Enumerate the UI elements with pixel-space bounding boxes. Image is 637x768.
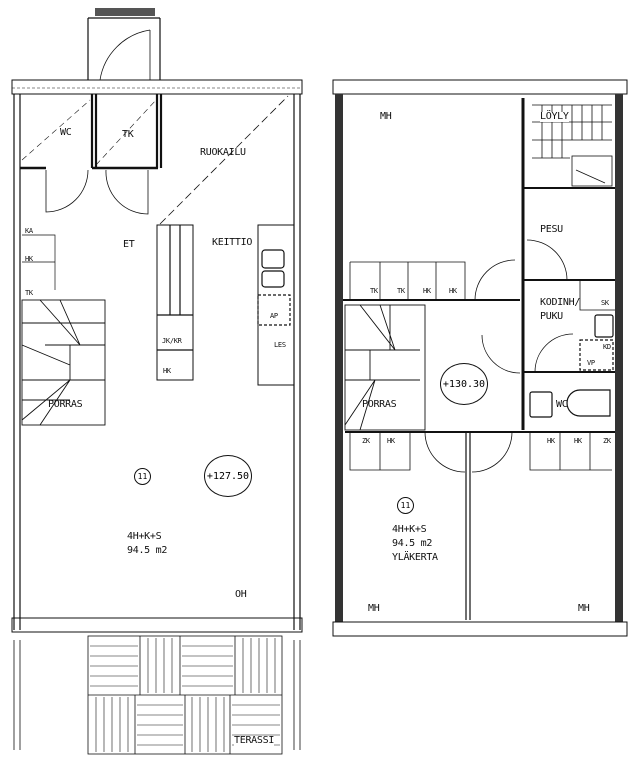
fixture-label-ap: AP xyxy=(270,312,278,320)
fixture-label-zk: ZK xyxy=(362,437,370,445)
fixture-label-vp: VP xyxy=(587,359,595,367)
fixture-label-tk: TK xyxy=(370,287,378,295)
room-label-porras: PORRAS xyxy=(48,399,83,410)
room-label-mh: MH xyxy=(578,603,590,614)
apartment-number-badge: 11 xyxy=(397,497,414,514)
room-label-pesu: PESU xyxy=(540,224,563,235)
fixture-label-hk: HK xyxy=(25,255,33,263)
fixture-label-les: LES xyxy=(274,341,286,349)
fixture-label-tk: TK xyxy=(397,287,405,295)
room-label-terassi: TERASSI xyxy=(234,735,275,746)
fixture-label-hk: HK xyxy=(574,437,582,445)
ground-floor-walls xyxy=(11,8,303,633)
upper-floor-walls xyxy=(332,79,628,637)
fixture-label-tk: TK xyxy=(25,289,33,297)
room-label-puku: PUKU xyxy=(540,311,563,322)
room-label-oh: OH xyxy=(235,589,247,600)
room-label-keittio: KEITTIO xyxy=(212,237,253,248)
fixture-label-sk: SK xyxy=(601,299,609,307)
fixture-label-hk: HK xyxy=(449,287,457,295)
room-label-mh: MH xyxy=(380,111,392,122)
room-label-kodinh: KODINH/ xyxy=(540,297,581,308)
fixture-label-kd: KD xyxy=(603,343,611,351)
fixture-label-jkkr: JK/KR xyxy=(162,337,182,345)
fixture-label-zk: ZK xyxy=(603,437,611,445)
fixture-label-hk: HK xyxy=(547,437,555,445)
floor-name: YLÄKERTA xyxy=(392,552,438,563)
ground-floor-stairs xyxy=(21,299,106,426)
apartment-number-badge: 11 xyxy=(134,468,151,485)
room-label-wc: WC xyxy=(60,127,72,138)
apartment-type: 4H+K+S xyxy=(392,524,427,535)
fixture-label-hk2: HK xyxy=(163,367,171,375)
floor-level-marker: +130.30 xyxy=(440,363,488,405)
room-label-tk: TK xyxy=(122,129,134,140)
fixture-label-ka: KA xyxy=(25,227,33,235)
apartment-area: 94.5 m2 xyxy=(392,538,433,549)
apartment-type: 4H+K+S xyxy=(127,531,162,542)
room-label-mh: MH xyxy=(368,603,380,614)
fixture-label-hk: HK xyxy=(423,287,431,295)
sauna-benches xyxy=(532,104,613,187)
room-label-wc: WC xyxy=(556,399,568,410)
upper-floor-stairs xyxy=(344,304,426,431)
room-label-et: ET xyxy=(123,239,135,250)
room-label-loyly: LÖYLY xyxy=(540,111,569,122)
terrace xyxy=(13,635,301,755)
room-label-porras: PORRAS xyxy=(362,399,397,410)
room-label-ruokailu: RUOKAILU xyxy=(200,147,246,158)
floor-level-marker: +127.50 xyxy=(204,455,252,497)
apartment-area: 94.5 m2 xyxy=(127,545,168,556)
fixture-label-hk: HK xyxy=(387,437,395,445)
